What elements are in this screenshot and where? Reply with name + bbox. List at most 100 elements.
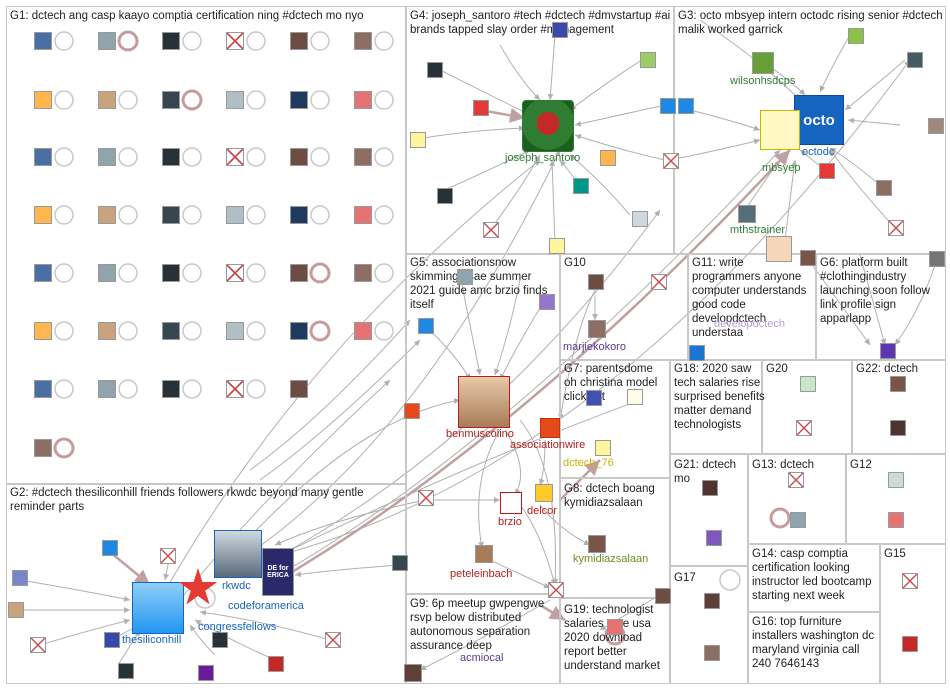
node-thesiliconhill-logo[interactable] <box>132 582 184 634</box>
node-minor[interactable] <box>876 180 892 196</box>
node-brzio-icon[interactable] <box>500 492 522 514</box>
node-g1-member[interactable] <box>34 264 52 282</box>
node-g1-member[interactable] <box>162 206 180 224</box>
node-minor[interactable] <box>890 376 906 392</box>
node-minor[interactable] <box>548 582 564 598</box>
node-g1-member[interactable] <box>354 32 372 50</box>
node-minor[interactable] <box>890 420 906 436</box>
node-acmiocal-avatar[interactable] <box>404 664 422 682</box>
node-g1-member[interactable] <box>290 380 308 398</box>
node-minor[interactable] <box>607 619 623 635</box>
node-minor[interactable] <box>104 632 120 648</box>
node-minor[interactable] <box>796 420 812 436</box>
node-g1-member[interactable] <box>34 148 52 166</box>
node-joseph-santoro-avatar[interactable] <box>522 100 574 152</box>
node-minor[interactable] <box>102 540 118 556</box>
node-minor[interactable] <box>640 52 656 68</box>
node-minor[interactable] <box>483 222 499 238</box>
node-g1-member[interactable] <box>34 380 52 398</box>
node-minor[interactable] <box>198 665 214 681</box>
node-minor[interactable] <box>410 132 426 148</box>
node-g1-member[interactable] <box>354 91 372 109</box>
node-g1-member[interactable] <box>98 32 116 50</box>
node-minor[interactable] <box>573 178 589 194</box>
node-g1-member[interactable] <box>98 91 116 109</box>
node-minor[interactable] <box>888 220 904 236</box>
node-minor[interactable] <box>800 376 816 392</box>
node-g1-member[interactable] <box>34 91 52 109</box>
node-minor[interactable] <box>160 548 176 564</box>
node-g1-member[interactable] <box>98 380 116 398</box>
node-g1-member[interactable] <box>226 264 244 282</box>
node-minor[interactable] <box>549 238 565 254</box>
node-g1-member[interactable] <box>290 322 308 340</box>
node-minor[interactable] <box>586 390 602 406</box>
node-minor[interactable] <box>902 636 918 652</box>
node-g1-member[interactable] <box>354 264 372 282</box>
node-minor[interactable] <box>632 211 648 227</box>
node-minor[interactable] <box>788 472 804 488</box>
node-associationwire-icon[interactable] <box>540 418 560 438</box>
node-g1-member[interactable] <box>290 206 308 224</box>
node-minor[interactable] <box>588 274 604 290</box>
node-codeforamerica-logo[interactable]: DE for ERICA <box>262 548 294 596</box>
node-g1-member[interactable] <box>354 148 372 166</box>
node-g1-member[interactable] <box>34 322 52 340</box>
node-minor[interactable] <box>552 22 568 38</box>
node-minor[interactable] <box>418 490 434 506</box>
node-g1-member[interactable] <box>34 32 52 50</box>
node-minor[interactable] <box>929 251 945 267</box>
node-minor[interactable] <box>8 602 24 618</box>
node-g1-member[interactable] <box>226 148 244 166</box>
node-minor[interactable] <box>706 530 722 546</box>
node-developdctech-avatar[interactable] <box>766 236 792 262</box>
node-minor[interactable] <box>473 100 489 116</box>
node-minor[interactable] <box>627 389 643 405</box>
node-mthstrainer-avatar[interactable] <box>738 205 756 223</box>
node-g1-member[interactable] <box>34 439 52 457</box>
node-minor[interactable] <box>457 269 473 285</box>
node-g1-member[interactable] <box>162 264 180 282</box>
node-minor[interactable] <box>888 472 904 488</box>
node-g1-member[interactable] <box>354 322 372 340</box>
node-minor[interactable] <box>12 570 28 586</box>
node-g1-member[interactable] <box>354 206 372 224</box>
node-minor[interactable] <box>268 656 284 672</box>
node-delcor-avatar[interactable] <box>535 484 553 502</box>
node-g1-member[interactable] <box>98 148 116 166</box>
node-wilsonhsdcps-avatar[interactable] <box>752 52 774 74</box>
node-minor[interactable] <box>848 28 864 44</box>
node-minor[interactable] <box>118 663 134 679</box>
node-minor[interactable] <box>663 153 679 169</box>
node-minor[interactable] <box>212 632 228 648</box>
node-g1-member[interactable] <box>34 206 52 224</box>
node-benmuscolino-avatar[interactable] <box>458 376 510 428</box>
node-minor[interactable] <box>418 318 434 334</box>
node-minor[interactable] <box>902 573 918 589</box>
node-minor[interactable] <box>660 98 676 114</box>
node-marjiekokoro-avatar[interactable] <box>588 320 606 338</box>
node-g1-member[interactable] <box>162 32 180 50</box>
node-g1-member[interactable] <box>226 206 244 224</box>
node-g1-member[interactable] <box>98 322 116 340</box>
node-minor[interactable] <box>651 274 667 290</box>
node-rkwdc-avatar[interactable] <box>214 530 262 578</box>
node-g1-member[interactable] <box>98 206 116 224</box>
node-minor[interactable] <box>819 163 835 179</box>
node-minor[interactable] <box>790 512 806 528</box>
node-minor[interactable] <box>800 250 816 266</box>
node-g1-member[interactable] <box>162 322 180 340</box>
node-minor[interactable] <box>30 637 46 653</box>
node-minor[interactable] <box>907 52 923 68</box>
node-kymidiazsalaan-avatar[interactable] <box>588 535 606 553</box>
node-g1-member[interactable] <box>162 148 180 166</box>
node-peteleinbach-avatar[interactable] <box>475 545 493 563</box>
node-minor[interactable] <box>427 62 443 78</box>
node-g1-member[interactable] <box>226 322 244 340</box>
node-minor[interactable] <box>928 118 944 134</box>
node-g1-member[interactable] <box>162 380 180 398</box>
node-minor[interactable] <box>325 632 341 648</box>
node-minor[interactable] <box>888 512 904 528</box>
node-dctech76-avatar[interactable] <box>595 440 611 456</box>
node-g1-member[interactable] <box>290 264 308 282</box>
